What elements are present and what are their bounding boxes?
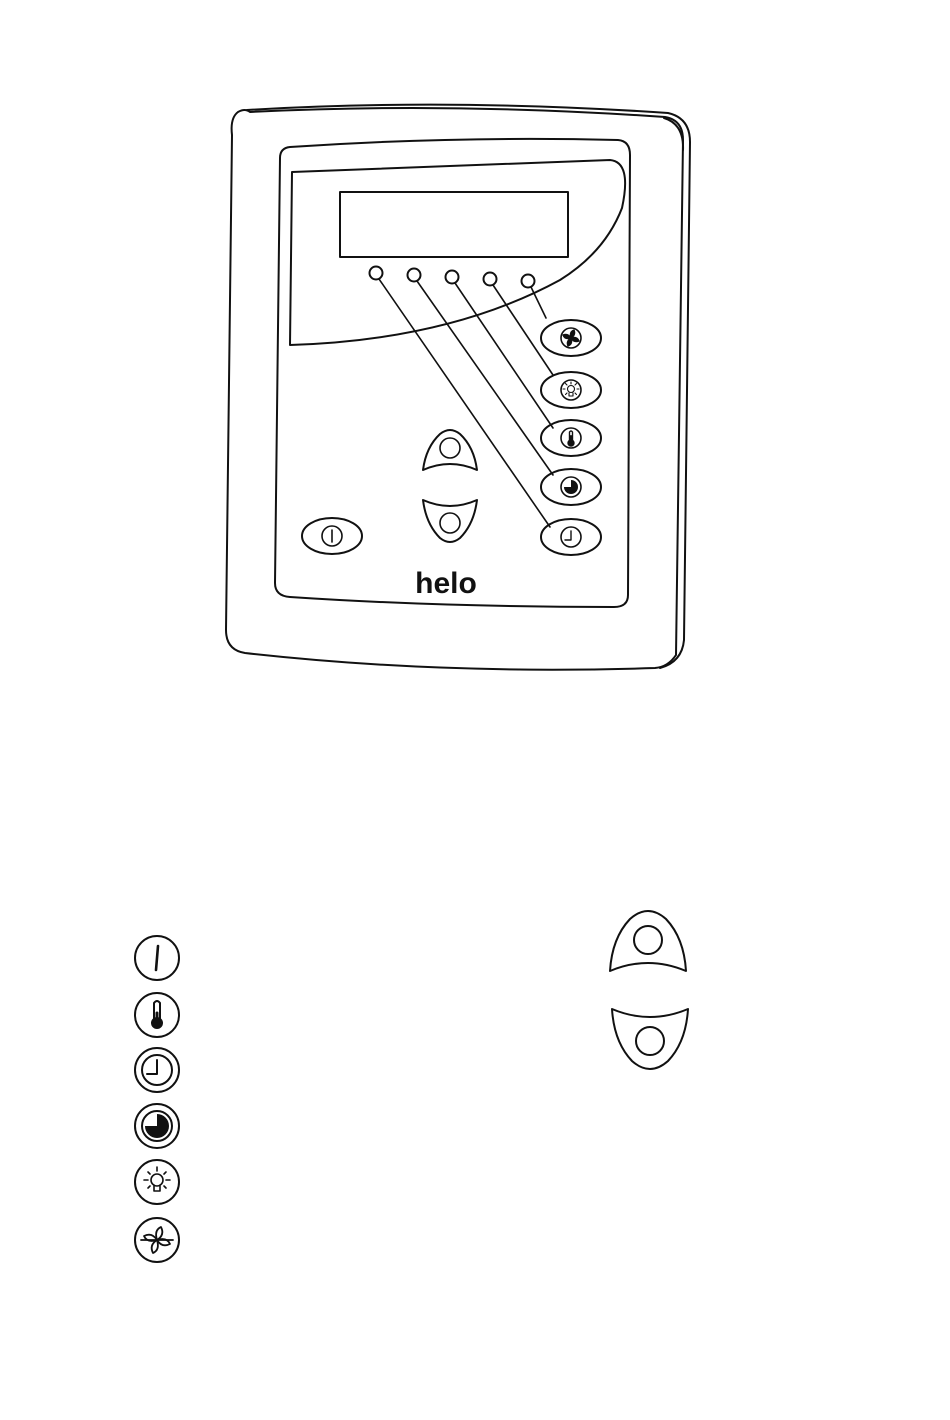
led-fan xyxy=(522,275,535,288)
temperature-button[interactable] xyxy=(541,420,601,456)
fan-icon xyxy=(563,330,579,346)
up-button[interactable] xyxy=(423,430,477,470)
power-icon xyxy=(156,946,158,970)
clock-icon xyxy=(147,1060,157,1074)
legend-power xyxy=(135,936,179,980)
legend-fan xyxy=(135,1218,179,1262)
pie-timer-icon xyxy=(564,480,578,494)
up-arrow-icon xyxy=(423,430,477,470)
led-preset-time xyxy=(408,269,421,282)
led-temperature xyxy=(446,271,459,284)
down-arrow-icon xyxy=(423,500,477,542)
led-clock xyxy=(370,267,383,280)
indicator-leds xyxy=(370,267,554,528)
up-arrow-icon xyxy=(610,911,686,971)
legend-clock xyxy=(135,1048,179,1092)
light-bulb-icon xyxy=(563,382,579,396)
legend-down-button xyxy=(612,1009,688,1069)
thermometer-icon xyxy=(152,1001,162,1028)
legend-preset-time xyxy=(135,1104,179,1148)
thermometer-icon xyxy=(568,431,574,446)
fan-icon xyxy=(141,1227,173,1253)
clock-button[interactable] xyxy=(541,519,601,555)
lcd-screen xyxy=(340,192,568,257)
light-bulb-icon xyxy=(144,1167,170,1191)
helo-logo: helo xyxy=(415,567,477,600)
legend-light xyxy=(135,1160,179,1204)
clock-icon xyxy=(565,531,571,540)
display-window xyxy=(290,160,625,345)
pie-timer-icon xyxy=(145,1114,169,1138)
legend-up-button xyxy=(610,911,686,971)
power-button[interactable] xyxy=(302,518,362,554)
down-button[interactable] xyxy=(423,500,477,542)
light-button[interactable] xyxy=(541,372,601,408)
led-light xyxy=(484,273,497,286)
down-arrow-icon xyxy=(612,1009,688,1069)
legend-temperature xyxy=(135,993,179,1037)
fan-button[interactable] xyxy=(541,320,601,356)
preset-time-button[interactable] xyxy=(541,469,601,505)
